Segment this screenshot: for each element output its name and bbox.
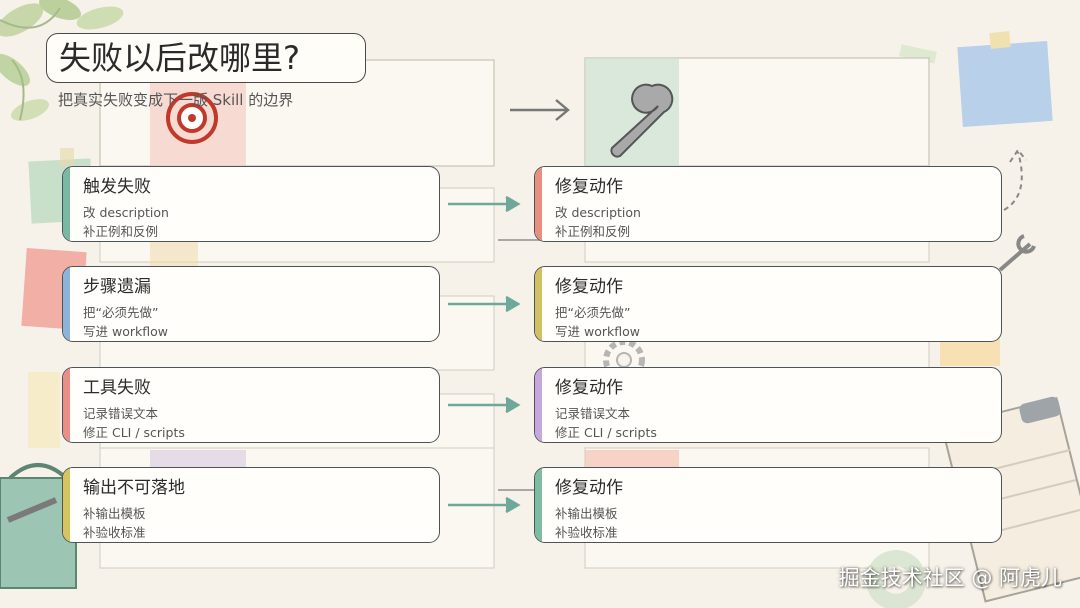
fix-line: 修正 CLI / scripts bbox=[555, 425, 657, 440]
watermark: 掘金技术社区 @ 阿虎儿 bbox=[838, 566, 1062, 590]
fix-line: 补验收标准 bbox=[555, 525, 618, 540]
accent-bar bbox=[63, 468, 70, 542]
failure-card-trigger: 触发失败 改 description 补正例和反例 bbox=[62, 166, 440, 242]
fix-card-tool: 修复动作 记录错误文本 修正 CLI / scripts bbox=[534, 367, 1002, 443]
fix-title: 修复动作 bbox=[555, 277, 623, 297]
failure-line: 补验收标准 bbox=[83, 525, 146, 540]
fix-card-output: 修复动作 补输出模板 补验收标准 bbox=[534, 467, 1002, 543]
accent-bar bbox=[63, 167, 70, 241]
page-title: 失败以后改哪里? bbox=[59, 39, 300, 77]
accent-bar bbox=[535, 267, 542, 341]
fix-line: 记录错误文本 bbox=[555, 406, 631, 421]
failure-title: 工具失败 bbox=[83, 378, 151, 398]
fix-line: 写进 workflow bbox=[555, 324, 640, 339]
plant-icon bbox=[0, 0, 124, 121]
failure-title: 输出不可落地 bbox=[83, 478, 185, 498]
failure-line: 写进 workflow bbox=[83, 324, 168, 339]
failure-line: 改 description bbox=[83, 205, 169, 220]
fix-line: 补输出模板 bbox=[555, 506, 618, 521]
fix-title: 修复动作 bbox=[555, 177, 623, 197]
failure-line: 记录错误文本 bbox=[83, 406, 159, 421]
failure-card-tool: 工具失败 记录错误文本 修正 CLI / scripts bbox=[62, 367, 440, 443]
fix-title: 修复动作 bbox=[555, 378, 623, 398]
fix-card-steps: 修复动作 把“必须先做” 写进 workflow bbox=[534, 266, 1002, 342]
accent-bar bbox=[63, 267, 70, 341]
fix-line: 改 description bbox=[555, 205, 641, 220]
fix-line: 把“必须先做” bbox=[555, 305, 631, 320]
failure-line: 修正 CLI / scripts bbox=[83, 425, 185, 440]
failure-title: 步骤遗漏 bbox=[83, 277, 151, 297]
sticky-note-icon bbox=[957, 30, 1053, 128]
failure-card-steps: 步骤遗漏 把“必须先做” 写进 workflow bbox=[62, 266, 440, 342]
failure-card-output: 输出不可落地 补输出模板 补验收标准 bbox=[62, 467, 440, 543]
failure-line: 补正例和反例 bbox=[83, 224, 159, 239]
wrench-icon bbox=[610, 83, 674, 158]
page-subtitle: 把真实失败变成下一版 Skill 的边界 bbox=[58, 91, 294, 109]
title-box: 失败以后改哪里? bbox=[46, 33, 366, 83]
failure-line: 补输出模板 bbox=[83, 506, 146, 521]
accent-bar bbox=[63, 368, 70, 442]
accent-bar bbox=[535, 468, 542, 542]
failure-title: 触发失败 bbox=[83, 177, 151, 197]
failure-line: 把“必须先做” bbox=[83, 305, 159, 320]
accent-bar bbox=[535, 167, 542, 241]
fix-line: 补正例和反例 bbox=[555, 224, 631, 239]
fix-card-trigger: 修复动作 改 description 补正例和反例 bbox=[534, 166, 1002, 242]
accent-bar bbox=[535, 368, 542, 442]
fix-title: 修复动作 bbox=[555, 478, 623, 498]
target-icon bbox=[166, 92, 218, 144]
